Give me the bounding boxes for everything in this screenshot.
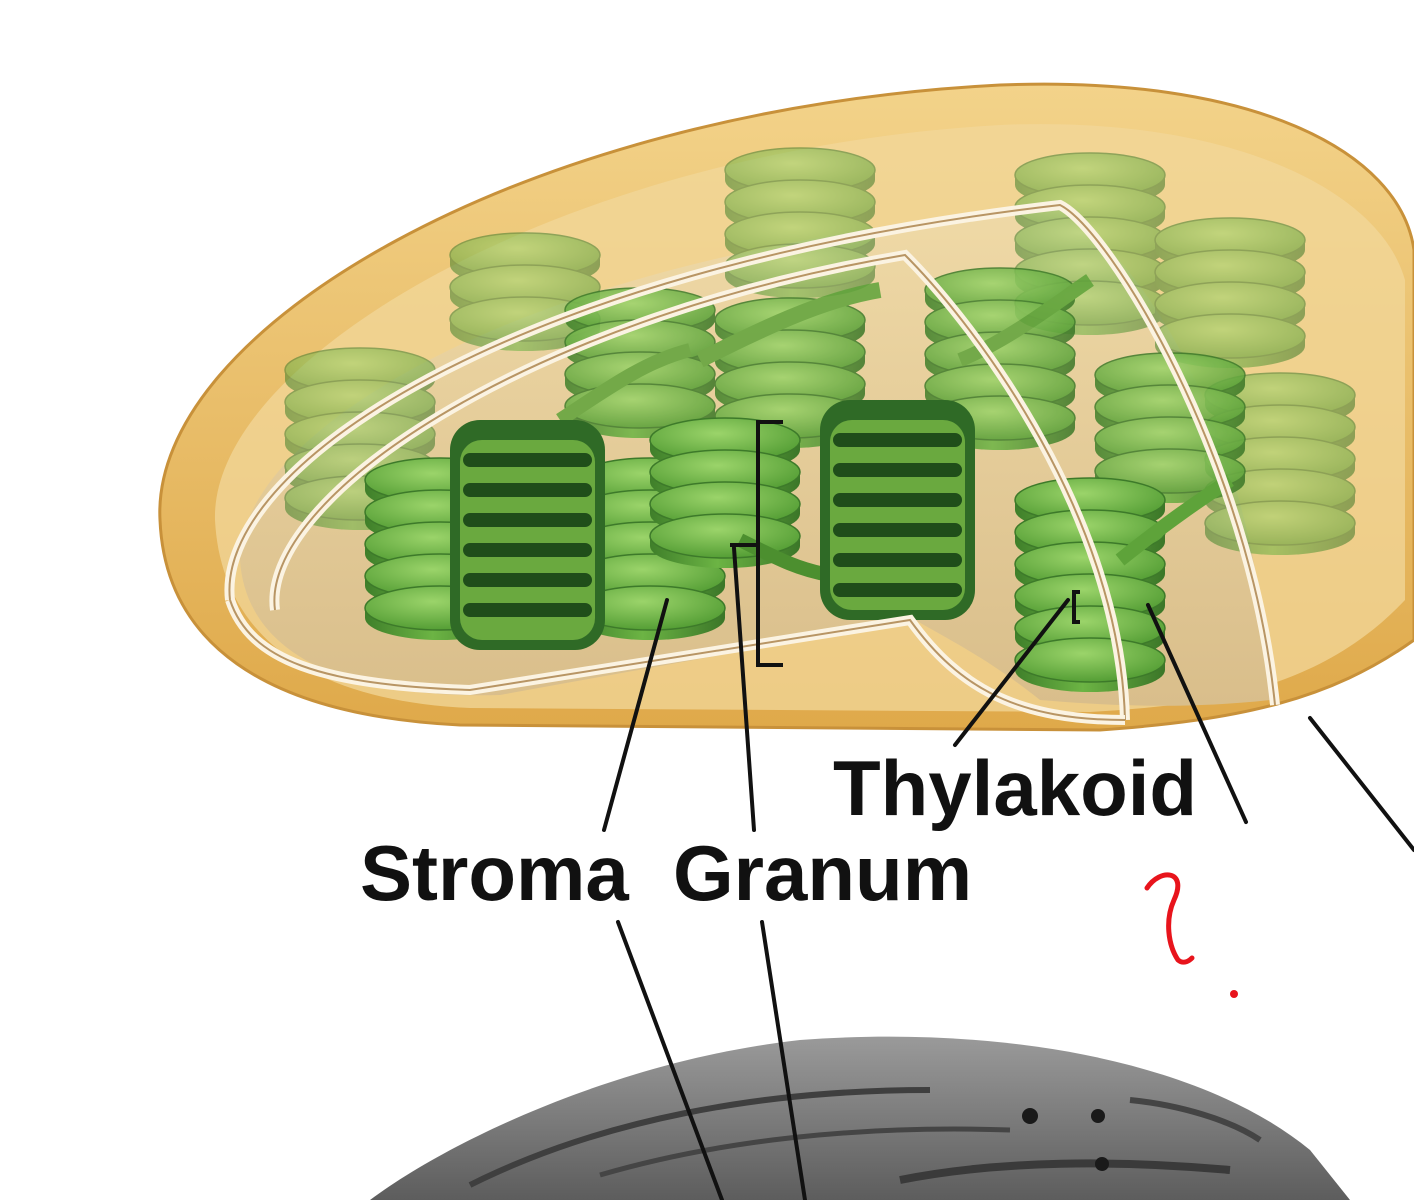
electron-micrograph [370, 1036, 1350, 1200]
handwritten-question-mark [1144, 872, 1238, 998]
stroma-leader-top [602, 598, 669, 832]
thylakoid-leader [953, 598, 1070, 747]
granum-leader-top [732, 546, 756, 832]
middle-grana [556, 267, 1246, 504]
granum-leader-bottom [760, 920, 807, 1200]
inner-membrane-leader [1146, 603, 1248, 824]
leader-lines [602, 546, 1414, 1200]
cut-granum-right [820, 400, 975, 620]
thylakoid-bracket [1072, 590, 1080, 624]
outer-membrane-leader [1308, 716, 1414, 852]
stroma-leader-bottom [616, 920, 724, 1200]
granum-bracket [730, 420, 783, 667]
label-thylakoid: Thylakoid [833, 744, 1197, 832]
envelope-membranes [224, 199, 1280, 725]
label-stroma: Stroma [360, 829, 629, 917]
label-granum: Granum [673, 829, 972, 917]
cut-granum-left [450, 420, 605, 650]
